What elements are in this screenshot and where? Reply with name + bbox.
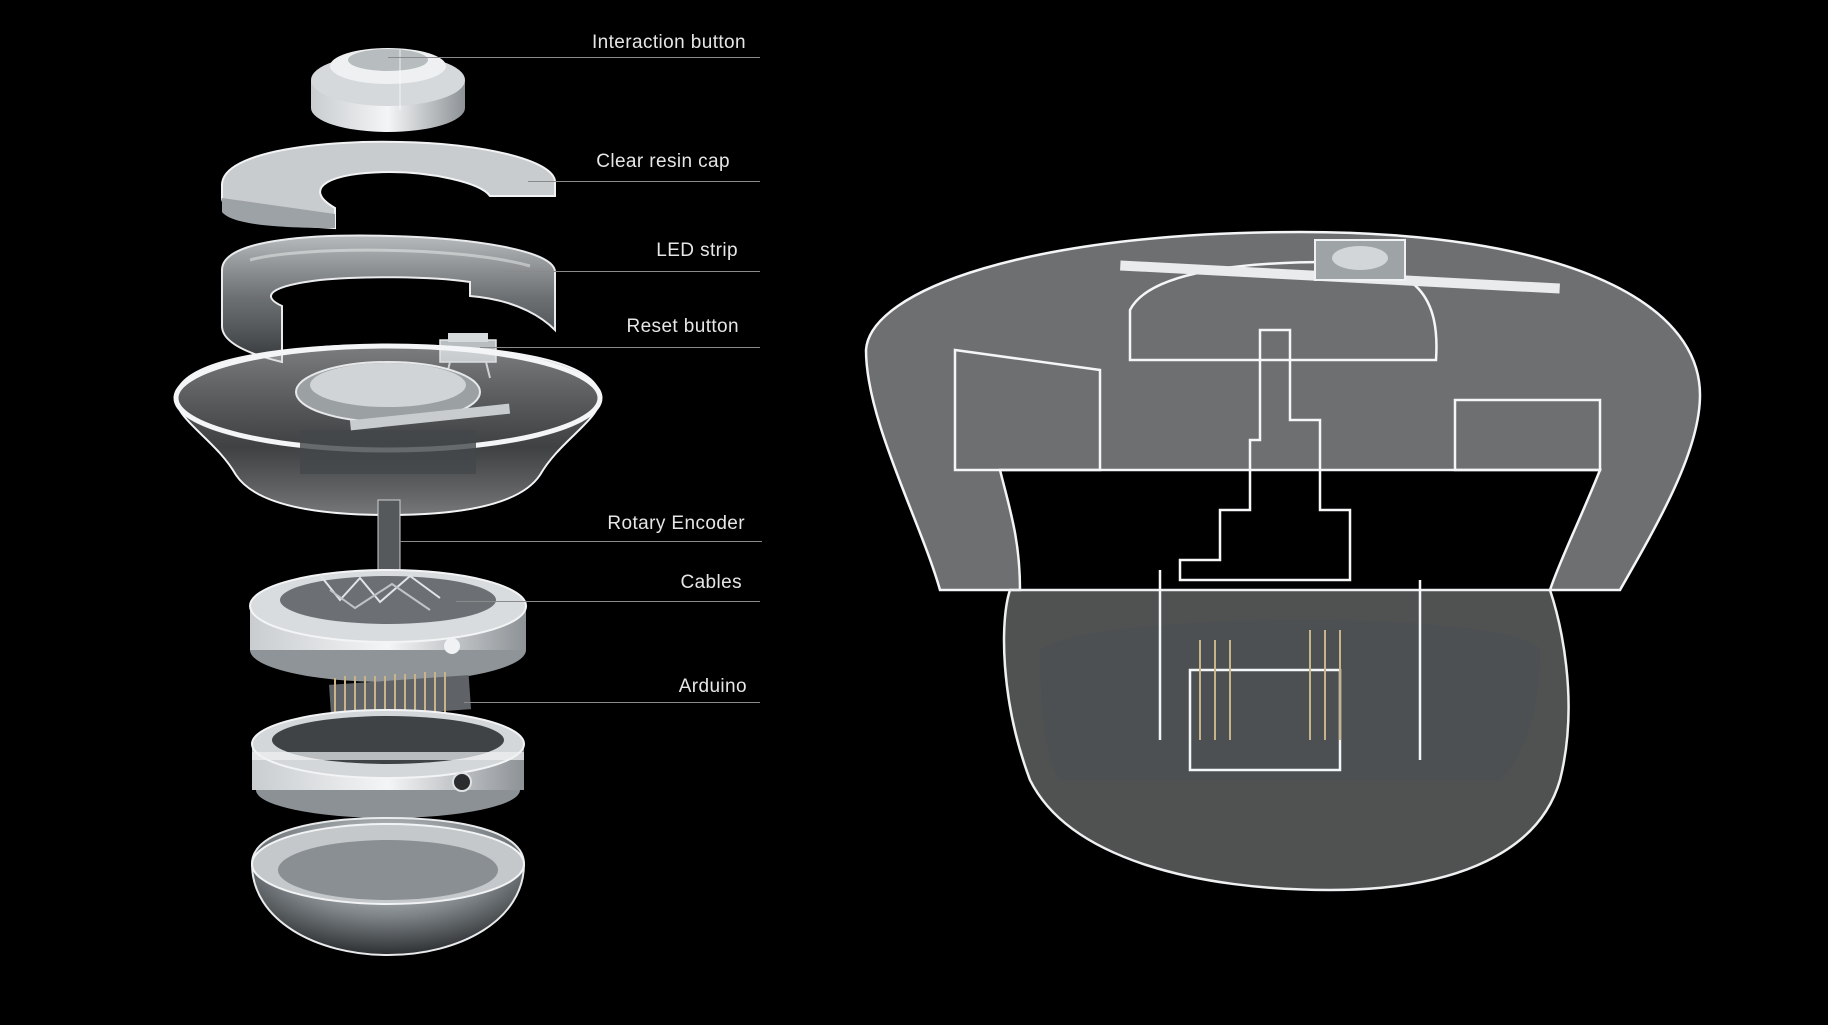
label-interaction-button: Interaction button <box>591 32 746 53</box>
outer-shell <box>864 230 1702 892</box>
arduino-board-inner <box>1199 630 1341 740</box>
leader-line-rotary-encoder <box>400 541 762 542</box>
label-cables: Cables <box>680 572 742 593</box>
cables-part <box>249 569 527 682</box>
top-bar <box>1120 239 1560 294</box>
label-arduino: Arduino <box>678 676 747 697</box>
label-rotary-encoder: Rotary Encoder <box>607 513 745 534</box>
led-strip-part <box>221 234 556 364</box>
main-body-part <box>173 343 603 517</box>
base-ring-part <box>251 709 525 818</box>
leader-line-arduino <box>464 702 760 703</box>
leader-line-led-strip <box>502 271 760 272</box>
label-clear-resin-cap: Clear resin cap <box>596 151 730 172</box>
leader-line-interaction-button <box>388 57 760 58</box>
leader-line-cables <box>456 601 760 602</box>
label-led-strip: LED strip <box>656 240 738 261</box>
bottom-dome-part <box>250 816 526 957</box>
label-reset-button: Reset button <box>626 316 739 337</box>
leader-line-clear-resin-cap <box>528 181 760 182</box>
interaction-button-part <box>311 48 465 132</box>
leader-line-reset-button <box>480 347 760 348</box>
clear-resin-cap-part <box>221 140 556 230</box>
